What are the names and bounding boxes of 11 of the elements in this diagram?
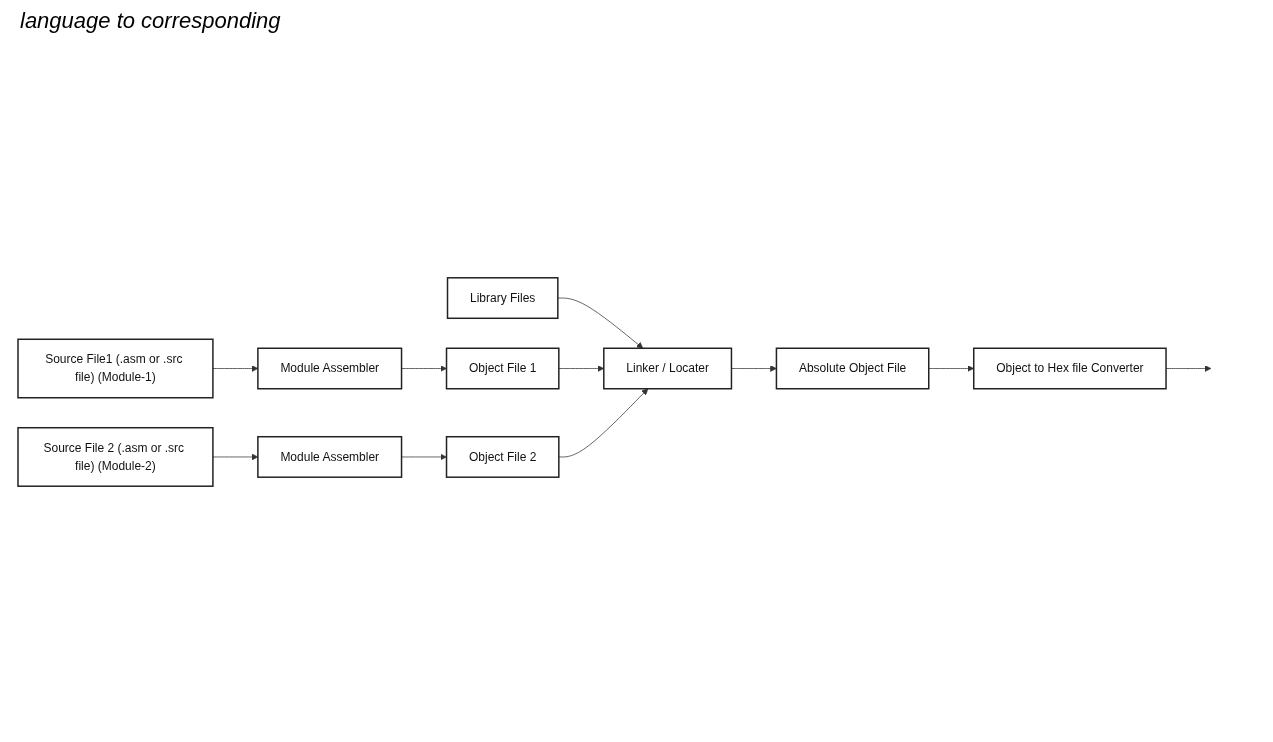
node-box: Source File 2 (.asm or .src file) (Module-2) — [16, 427, 214, 487]
node-box: Object File 2 — [445, 435, 560, 478]
node-box: Object to Hex file Converter — [972, 347, 1167, 390]
node-box: Module Assembler — [256, 435, 402, 478]
note-text: language to corresponding — [20, 8, 282, 34]
node-box: Source File1 (.asm or .src file) (Module-1) — [16, 338, 214, 399]
node-box: Absolute Object File — [775, 347, 929, 390]
node-box: Library Files — [446, 277, 559, 320]
node-box: Object File 1 — [445, 347, 560, 390]
node-box: Module Assembler — [256, 347, 402, 390]
node-box: Linker / Locater — [602, 347, 732, 390]
